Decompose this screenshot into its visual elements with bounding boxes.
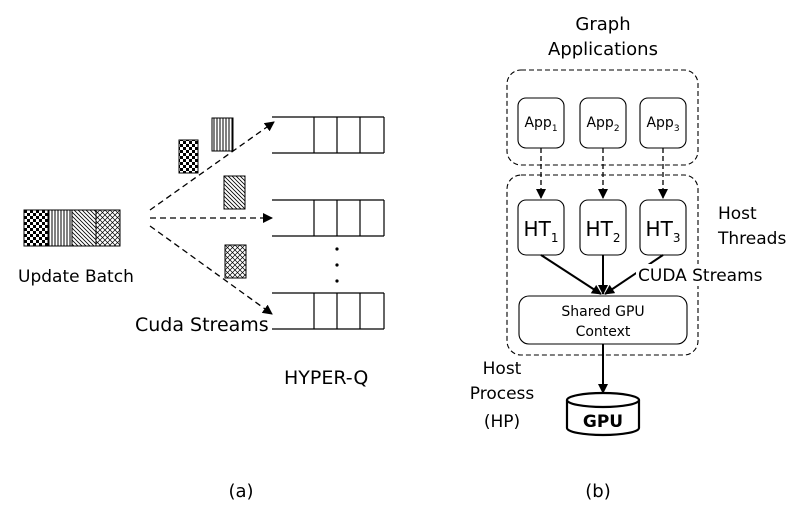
app-box-3: App3: [639, 97, 687, 149]
update-batch-block: [23, 209, 121, 247]
cuda-streams-label: Cuda Streams: [135, 314, 269, 336]
host-process-line2: Process: [470, 384, 535, 404]
host-thread-box-3: HT3: [639, 199, 687, 256]
work-item-checker: [178, 139, 199, 174]
cuda-streams-label-b: CUDA Streams: [638, 266, 763, 286]
ellipsis-dot-3: [335, 279, 339, 283]
hyperq-queue-1: [272, 116, 385, 154]
ellipsis-dot-1: [335, 247, 339, 251]
cuda-streams-backing: [636, 264, 776, 286]
hyperq-label: HYPER-Q: [284, 367, 368, 389]
caption-a: (a): [228, 481, 253, 502]
hyperq-queue-3: [272, 292, 385, 330]
svg-text:HT2: HT2: [586, 217, 621, 245]
ellipsis-dot-2: [335, 263, 339, 267]
host-process-line3: (HP): [484, 412, 520, 432]
host-thread-box-2: HT2: [579, 199, 627, 256]
svg-text:HT1: HT1: [524, 217, 559, 245]
host-thread-box-1: HT1: [517, 199, 565, 256]
app-box-2: App2: [579, 97, 627, 149]
panel-a: Update Batch: [18, 116, 385, 502]
dispatch-arrow-1: [149, 121, 275, 211]
shared-ctx-line2: Context: [576, 324, 631, 340]
graph-apps-line2: Applications: [548, 39, 658, 60]
gpu-label: GPU: [583, 412, 623, 432]
ht-to-ctx-arrow-3: [604, 254, 664, 295]
svg-text:HT3: HT3: [646, 217, 681, 245]
panel-b: Graph Applications App1 App2 App3 HT1: [470, 14, 787, 502]
hyperq-queue-2: [272, 199, 385, 237]
work-item-crosshatch: [224, 244, 247, 279]
app-box-1: App1: [517, 97, 565, 149]
update-batch-label: Update Batch: [18, 267, 134, 287]
svg-text:App1: App1: [524, 115, 557, 134]
ht-to-ctx-arrow-1: [540, 254, 602, 295]
host-process-line1: Host: [483, 359, 522, 379]
caption-b: (b): [585, 481, 610, 502]
host-threads-line1: Host: [718, 204, 757, 224]
work-item-diagonal: [223, 175, 246, 210]
host-threads-line2: Threads: [717, 229, 786, 249]
svg-text:App2: App2: [586, 115, 619, 134]
graph-apps-line1: Graph: [575, 14, 630, 35]
shared-ctx-line1: Shared GPU: [561, 304, 644, 320]
gpu-cylinder: GPU: [565, 391, 641, 437]
work-item-vlines: [211, 117, 234, 152]
svg-text:App3: App3: [646, 115, 679, 134]
dispatch-arrow-3: [149, 225, 273, 315]
